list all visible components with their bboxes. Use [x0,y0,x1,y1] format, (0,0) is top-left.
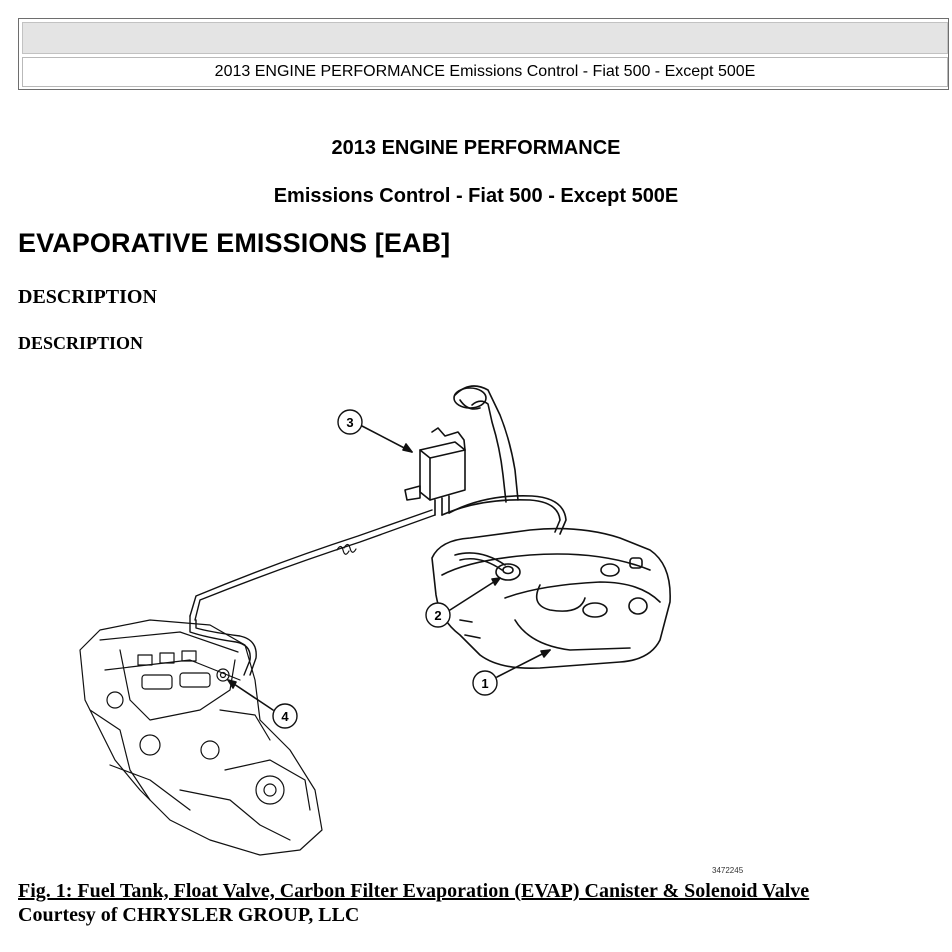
callout-1-label: 1 [481,676,488,691]
figure-image-id: 3472245 [712,866,744,875]
figure-caption: Fig. 1: Fuel Tank, Float Valve, Carbon F… [18,880,810,902]
callout-4: 4 [227,679,298,729]
document-heading-secondary: Emissions Control - Fiat 500 - Except 50… [273,185,679,207]
engine-assembly [79,619,323,856]
evap-system-illustration: 3 2 1 4 [60,370,700,880]
callout-3: 3 [337,409,413,453]
evap-canister [404,427,466,516]
callout-3-label: 3 [346,415,353,430]
callout-2: 2 [425,577,501,628]
callout-1: 1 [472,649,551,696]
header-bar [22,22,948,54]
subsubsection-title: DESCRIPTION [18,333,144,353]
section-title: EVAPORATIVE EMISSIONS [EAB] [18,228,451,258]
header-title: 2013 ENGINE PERFORMANCE Emissions Contro… [22,57,948,87]
float-valve [495,563,521,581]
fuel-tank [431,527,671,670]
subsection-title: DESCRIPTION [18,286,157,308]
document-header: 2013 ENGINE PERFORMANCE Emissions Contro… [18,18,949,90]
document-heading-primary: 2013 ENGINE PERFORMANCE [331,137,621,159]
fuel-filler-neck [453,385,519,503]
callout-4-label: 4 [281,709,289,724]
callout-2-label: 2 [434,608,441,623]
evap-lines [189,495,567,676]
figure-courtesy: Courtesy of CHRYSLER GROUP, LLC [18,904,360,926]
